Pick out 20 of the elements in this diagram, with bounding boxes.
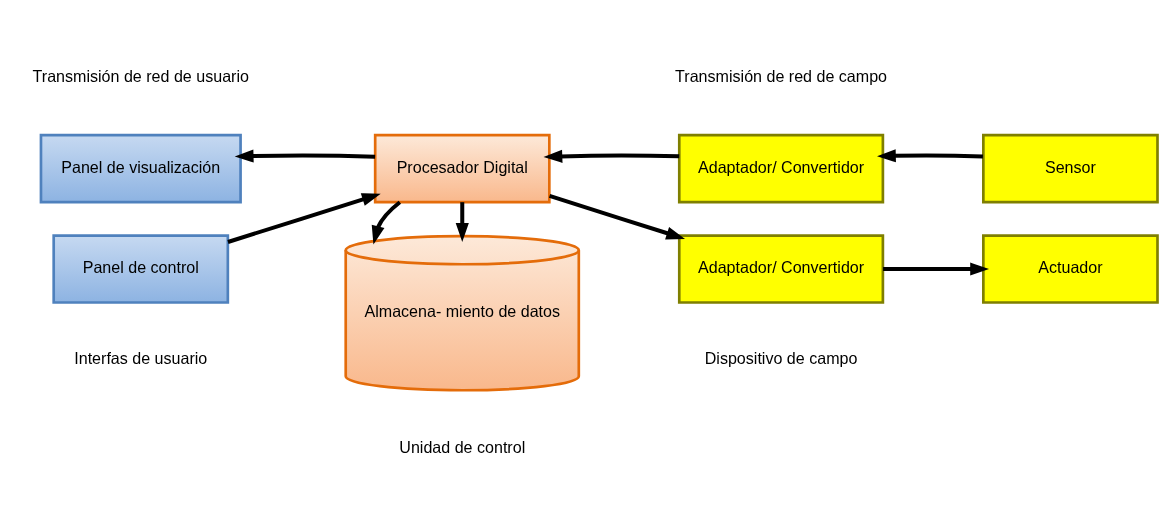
node-box: Adaptador/ Convertidor xyxy=(677,234,885,304)
node-box: Panel de visualización xyxy=(39,133,242,204)
node-box: Adaptador/ Convertidor xyxy=(677,133,885,204)
label: Unidad de control xyxy=(399,437,526,456)
arrow xyxy=(234,149,376,163)
arrow xyxy=(455,202,469,242)
arrow xyxy=(227,193,381,244)
arrow xyxy=(371,200,402,245)
arrow xyxy=(548,193,686,240)
label: Interfas de usuario xyxy=(74,349,208,368)
arrow xyxy=(883,262,990,276)
label: Transmisión de red de campo xyxy=(675,66,888,85)
label: Transmisión de red de usuario xyxy=(32,66,249,85)
arrow xyxy=(877,149,983,163)
node-box: Actuador xyxy=(982,234,1159,304)
label: Dispositivo de campo xyxy=(704,349,858,368)
arrow xyxy=(543,149,680,163)
node-box: Panel de control xyxy=(52,234,230,304)
node-box: Procesador Digital xyxy=(373,133,551,204)
node-box: Sensor xyxy=(982,133,1159,204)
